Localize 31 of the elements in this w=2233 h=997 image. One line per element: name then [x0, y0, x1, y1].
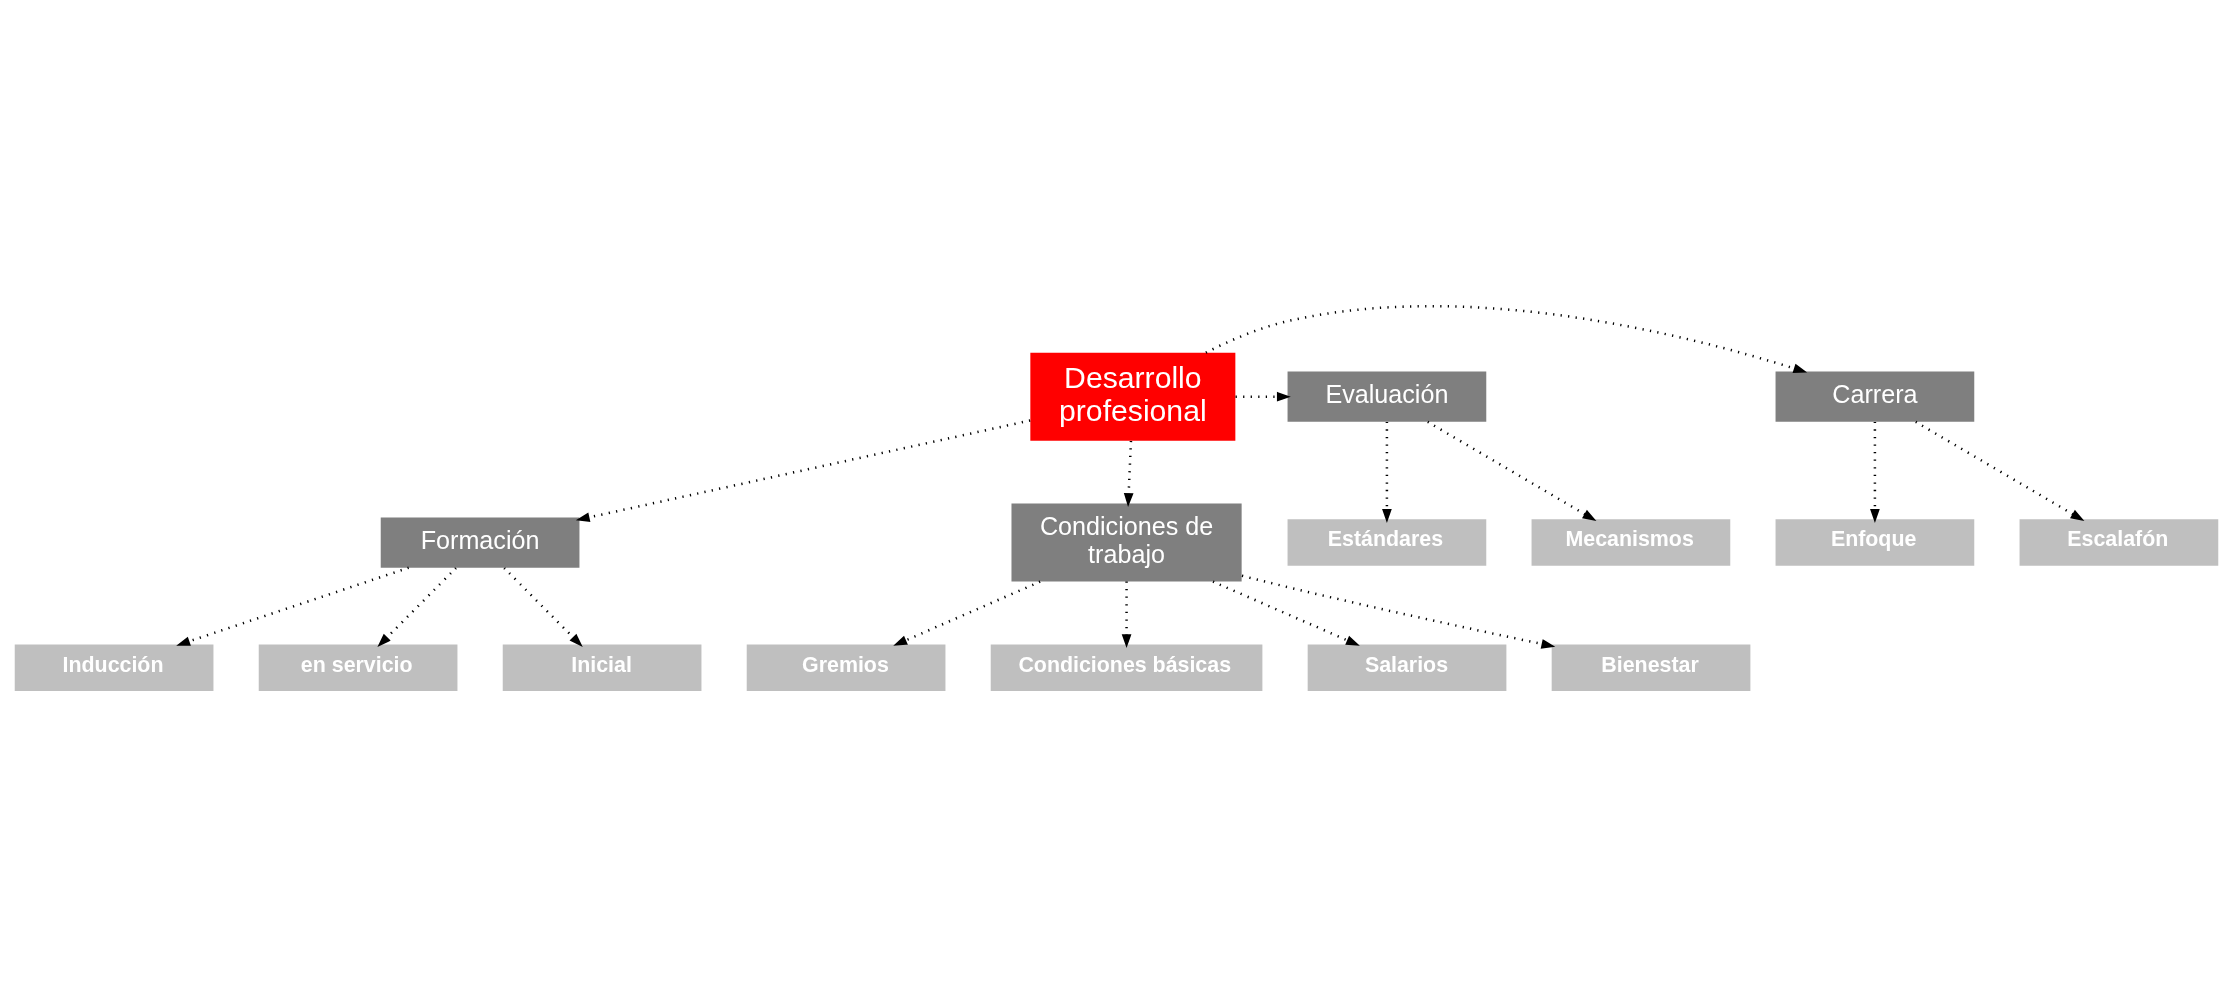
node-box: Estándares — [1287, 519, 1487, 566]
node-box: Bienestar — [1551, 644, 1751, 691]
arrow — [1212, 580, 1360, 646]
node-box: Formación — [380, 517, 580, 568]
node-box: Inicial — [502, 644, 702, 691]
node-box: Mecanismos — [1531, 519, 1731, 566]
arrow — [1427, 420, 1597, 522]
node-box: Gremios — [746, 644, 946, 691]
node-box: Escalafón — [2019, 519, 2219, 566]
arrow — [1235, 391, 1291, 402]
node-box: Salarios — [1307, 644, 1507, 691]
node-box: Condiciones básicas — [990, 644, 1263, 691]
node-box: Evaluación — [1287, 371, 1487, 422]
arrow — [1870, 421, 1880, 523]
node-box: Inducción — [14, 644, 214, 691]
node-box: Condiciones de trabajo — [1011, 503, 1242, 582]
arrow — [1241, 574, 1556, 649]
arrow — [575, 419, 1031, 523]
arrow — [176, 566, 410, 646]
arrow — [1123, 440, 1134, 507]
arrow — [893, 580, 1041, 646]
arrow — [1205, 304, 1808, 373]
arrow — [1915, 420, 2085, 522]
arrow — [1121, 581, 1132, 649]
arrow — [503, 567, 583, 648]
node-box: Enfoque — [1775, 519, 1975, 566]
arrow — [377, 567, 457, 648]
node-box: en servicio — [258, 644, 458, 691]
arrow — [1382, 421, 1392, 523]
node-box: Desarrollo profesional — [1030, 352, 1236, 441]
node-box: Carrera — [1775, 371, 1975, 422]
